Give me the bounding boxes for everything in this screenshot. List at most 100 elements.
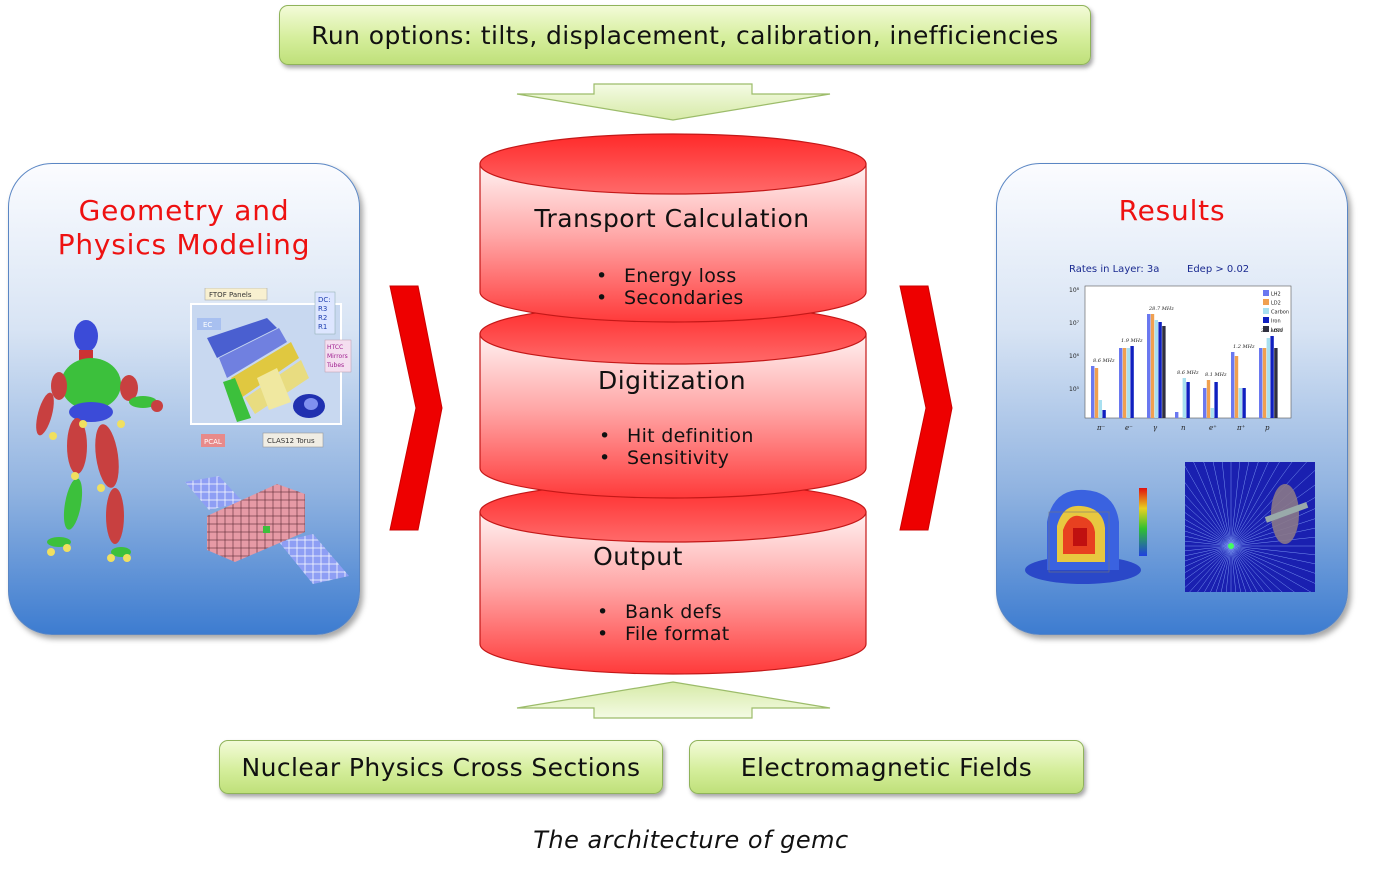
detector-label-dc: DC: xyxy=(318,296,331,304)
figure-caption: The architecture of gemc xyxy=(533,826,849,854)
particle-track-line xyxy=(1185,519,1232,547)
rate-label: 1.9 MHz xyxy=(1121,338,1143,344)
geometry-panel: Geometry and Physics Modeling xyxy=(8,163,360,635)
rates-chart-image: Rates in Layer: 3a Edep > 0.02 8.6 MHzπ⁻… xyxy=(1069,264,1292,432)
particle-track-line xyxy=(1185,525,1232,547)
particle-track-line xyxy=(1210,545,1232,592)
detector-label-ftof: FTOF Panels xyxy=(209,291,252,299)
right-flow-chevron xyxy=(899,285,953,531)
particle-track-line xyxy=(1221,462,1232,547)
stage-bullets-output: •Bank defs •File format xyxy=(597,601,730,645)
particle-track-line xyxy=(1189,545,1232,592)
rate-label: 2.1 MHz xyxy=(1260,328,1283,334)
rate-bar xyxy=(1130,346,1134,418)
particle-track-line xyxy=(1212,462,1232,547)
transport-bullet-secondaries: Secondaries xyxy=(624,287,744,309)
stage-title-transport: Transport Calculation xyxy=(534,204,810,233)
stage-bullets-transport: •Energy loss •Secondaries xyxy=(596,265,744,309)
rate-bar xyxy=(1274,348,1278,418)
rate-bar xyxy=(1126,348,1130,418)
particle-track-line xyxy=(1230,462,1241,547)
particle-tick-label: p xyxy=(1265,424,1270,432)
detector-label-r1: R1 xyxy=(318,323,327,331)
legend-swatch xyxy=(1263,326,1269,332)
rate-bar xyxy=(1122,348,1127,418)
particle-track-line xyxy=(1215,545,1232,592)
rate-bar xyxy=(1091,366,1095,418)
particle-track-line xyxy=(1230,462,1280,547)
y-tick-label: 10⁸ xyxy=(1069,287,1080,294)
y-tick-label: 10⁷ xyxy=(1069,320,1080,327)
y-tick-label: 10⁵ xyxy=(1069,386,1080,393)
legend-entry: LD2 xyxy=(1271,301,1281,307)
em-fields-box: Electromagnetic Fields xyxy=(689,740,1084,794)
rate-bar xyxy=(1186,382,1190,418)
rate-bar xyxy=(1210,408,1214,418)
particle-track-line xyxy=(1185,545,1232,562)
particle-tick-label: n xyxy=(1181,424,1186,432)
particle-track-line xyxy=(1230,545,1315,556)
particle-track-line xyxy=(1230,527,1315,547)
rate-label: 8.1 MHz xyxy=(1205,372,1227,378)
digitization-bullet-sensitivity: Sensitivity xyxy=(627,447,730,469)
detector-label-mirrors: Mirrors xyxy=(327,353,348,360)
down-arrow-top xyxy=(516,83,831,121)
detector-label-htcc: HTCC xyxy=(327,344,343,351)
plot-subtitle: Edep > 0.02 xyxy=(1187,264,1249,275)
particle-track-line xyxy=(1230,545,1265,592)
particle-track-line xyxy=(1230,545,1283,592)
particle-track-line xyxy=(1230,545,1252,592)
particle-track-line xyxy=(1230,545,1247,592)
geometry-panel-title-line2: Physics Modeling xyxy=(57,228,311,261)
particle-track-line xyxy=(1230,462,1269,547)
detector-label-r2: R2 xyxy=(318,314,327,322)
rate-bar xyxy=(1242,388,1246,418)
detector-label-r3: R3 xyxy=(318,305,327,313)
results-panel-title: Results xyxy=(1118,194,1226,227)
rate-bar xyxy=(1231,352,1235,418)
particle-track-line xyxy=(1185,545,1232,567)
rate-bar xyxy=(1234,356,1239,418)
particle-track-line xyxy=(1230,462,1259,547)
rate-bar xyxy=(1154,320,1158,418)
cross-sections-box: Nuclear Physics Cross Sections xyxy=(219,740,663,794)
y-tick-label: 10⁶ xyxy=(1069,353,1080,360)
particle-track-line xyxy=(1230,536,1315,547)
particle-track-line xyxy=(1204,545,1232,592)
particle-tracks-image xyxy=(1185,462,1315,592)
legend-swatch xyxy=(1263,308,1269,314)
stage-title-output: Output xyxy=(593,542,683,571)
rate-bar xyxy=(1259,348,1263,418)
rate-bar xyxy=(1098,400,1102,418)
particle-tick-label: π⁺ xyxy=(1236,424,1246,432)
particle-track-line xyxy=(1230,545,1315,574)
rate-label: 8.6 MHz xyxy=(1177,370,1199,376)
cross-sections-label: Nuclear Physics Cross Sections xyxy=(241,752,641,782)
particle-track-line xyxy=(1185,545,1232,552)
rate-bar xyxy=(1158,322,1162,418)
rate-label: 28.7 MHz xyxy=(1148,306,1174,312)
detector-label-tubes: Tubes xyxy=(326,362,344,369)
rate-label: 1.2 MHz xyxy=(1233,344,1255,350)
particle-track-line xyxy=(1197,545,1232,592)
rate-bar xyxy=(1102,410,1106,418)
particle-track-line xyxy=(1185,535,1232,547)
left-flow-chevron xyxy=(389,285,443,531)
output-bullet-bank-defs: Bank defs xyxy=(625,601,722,623)
particle-track-line xyxy=(1230,545,1315,565)
particle-track-line xyxy=(1220,545,1232,592)
transport-bullet-energy-loss: Energy loss xyxy=(624,265,737,287)
particle-track-line xyxy=(1230,545,1273,592)
particle-track-line xyxy=(1185,545,1232,557)
rate-bar xyxy=(1206,380,1211,418)
detector-label-ec: EC xyxy=(203,321,212,329)
detector-label-pcal: PCAL xyxy=(204,438,222,446)
particle-track-line xyxy=(1185,494,1232,547)
processing-cylinders xyxy=(479,133,867,675)
particle-track-line xyxy=(1230,462,1250,547)
rate-bar xyxy=(1150,314,1155,418)
rate-bar xyxy=(1119,348,1123,418)
rate-bar xyxy=(1203,388,1207,418)
particle-tick-label: e⁻ xyxy=(1125,424,1133,432)
plot-title: Rates in Layer: 3a xyxy=(1069,264,1159,275)
